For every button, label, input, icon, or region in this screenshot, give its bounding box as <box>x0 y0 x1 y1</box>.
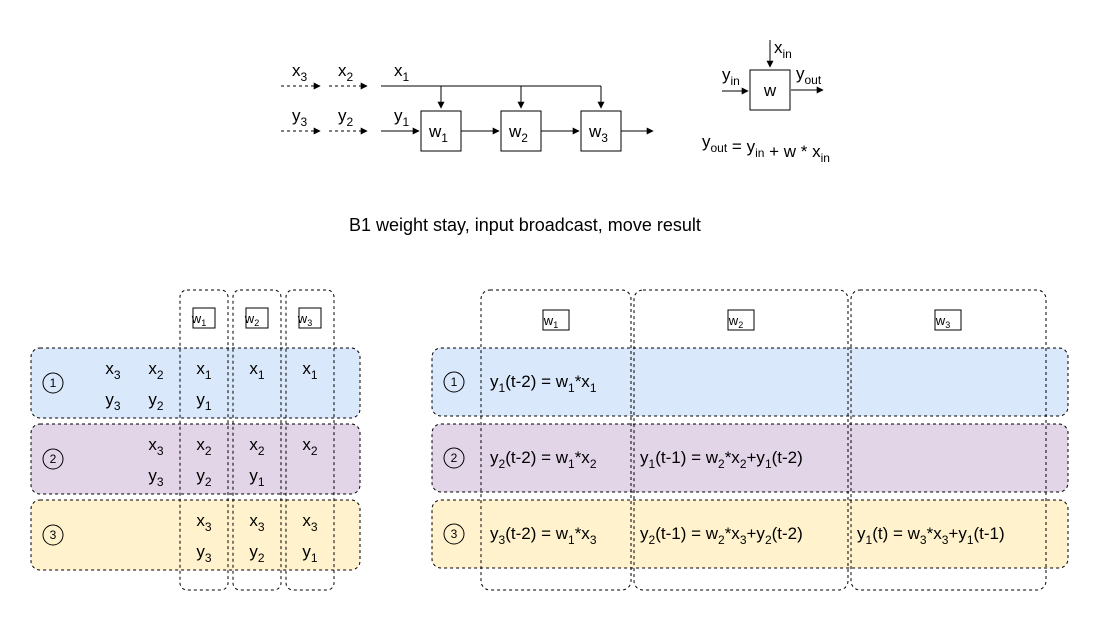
right-cell-equation: y1(t-1) = w2*x2+y1(t-2) <box>640 448 803 471</box>
left-header-w3: w3 <box>297 307 322 329</box>
svg-text:w2: w2 <box>728 313 743 330</box>
left-cell-y: y1 <box>249 466 265 489</box>
left-cell-x: x2 <box>196 435 212 458</box>
left-column-w2 <box>232 289 282 591</box>
pe-box-w1 <box>420 110 462 152</box>
right-column-w2 <box>633 289 849 591</box>
left-row-band-1 <box>30 347 361 419</box>
left-cell-y: y3 <box>196 542 212 565</box>
right-row-band-3 <box>431 499 1069 569</box>
left-queue-y: y2 <box>148 390 164 413</box>
right-column-w3 <box>850 289 1047 591</box>
left-cell-x: x3 <box>302 511 318 534</box>
left-cell-y: y2 <box>196 466 212 489</box>
top-y-input-label: y3 <box>292 106 308 129</box>
right-cell-equation: y1(t-2) = w1*x1 <box>490 372 597 395</box>
left-cell-x: x1 <box>196 359 212 382</box>
pe-label-2: w2 <box>508 122 528 145</box>
left-step-2: 2 <box>42 448 64 470</box>
pe-label-3: w3 <box>588 122 608 145</box>
left-cell-y: y1 <box>302 542 318 565</box>
right-cell-equation: y1(t) = w3*x3+y1(t-1) <box>857 524 1005 547</box>
left-header-w1: w1 <box>191 307 216 329</box>
svg-text:1: 1 <box>50 376 57 390</box>
left-table: w1 w2 w3 1 x3 x2 y3 y2 x1 y1 x1 x1 2 x3 y3 x2 y2 x2 y1 x2 3 x… <box>30 289 361 591</box>
svg-text:3: 3 <box>50 528 57 542</box>
legend-xin-label: xin <box>774 38 792 61</box>
right-cell-equation: y2(t-2) = w1*x2 <box>490 448 597 471</box>
svg-text:w1: w1 <box>191 311 206 328</box>
top-x-input-label: x3 <box>292 61 308 84</box>
pe-label-1: w1 <box>428 122 448 145</box>
left-step-1: 1 <box>42 372 64 394</box>
top-x-input-label: x1 <box>394 61 410 84</box>
top-x-input-label: x2 <box>338 61 354 84</box>
right-row-band-1 <box>431 347 1069 417</box>
right-step-2: 2 <box>443 447 465 469</box>
right-cell-equation: y3(t-2) = w1*x3 <box>490 524 597 547</box>
left-queue-x: x3 <box>105 359 121 382</box>
svg-text:w3: w3 <box>297 311 312 328</box>
legend-pe-box <box>749 69 791 111</box>
left-row-band-3 <box>30 499 361 571</box>
left-row-band-2 <box>30 423 361 495</box>
right-header-w3: w3 <box>934 309 962 331</box>
left-cell-x: x3 <box>249 511 265 534</box>
right-cell-equation: y2(t-1) = w2*x3+y2(t-2) <box>640 524 803 547</box>
right-header-w2: w2 <box>727 309 755 331</box>
svg-text:2: 2 <box>50 452 57 466</box>
right-step-1: 1 <box>443 371 465 393</box>
right-header-w1: w1 <box>542 309 570 331</box>
pe-box-w2 <box>500 110 542 152</box>
left-cell-x: x1 <box>249 359 265 382</box>
left-cell-y: y2 <box>249 542 265 565</box>
left-column-w3 <box>285 289 335 591</box>
left-cell-y: y1 <box>196 390 212 413</box>
svg-text:3: 3 <box>451 527 458 541</box>
svg-text:w1: w1 <box>543 313 558 330</box>
right-step-3: 3 <box>443 523 465 545</box>
svg-text:w2: w2 <box>244 311 259 328</box>
left-queue-x: x2 <box>148 359 164 382</box>
svg-text:2: 2 <box>451 451 458 465</box>
top-y-input-label: y2 <box>338 106 354 129</box>
left-queue-y: y3 <box>148 466 164 489</box>
top-dataflow-diagram: x3 x2 x1 y3 y2 y1 w1 w2 w3 <box>281 61 654 152</box>
legend-formula: yout = yin + w * xin <box>702 132 830 165</box>
left-step-3: 3 <box>42 524 64 546</box>
top-y-input-label: y1 <box>394 106 410 129</box>
left-queue-x: x3 <box>148 435 164 458</box>
figure-caption: B1 weight stay, input broadcast, move re… <box>349 215 701 235</box>
pe-box-w3 <box>580 110 622 152</box>
legend-yout-label: yout <box>796 64 822 87</box>
legend-cell-label: w <box>763 81 777 100</box>
left-cell-x: x3 <box>196 511 212 534</box>
svg-text:w3: w3 <box>935 313 950 330</box>
left-column-w1 <box>179 289 229 591</box>
right-table: w1 w2 w3 1 y1(t-2) = w1*x1 2 y2(t-2) = w1*x2 y1… <box>431 289 1069 591</box>
left-header-w2: w2 <box>244 307 269 329</box>
left-queue-y: y3 <box>105 390 121 413</box>
left-cell-x: x1 <box>302 359 318 382</box>
right-column-w1 <box>480 289 632 591</box>
svg-text:1: 1 <box>451 375 458 389</box>
legend-yin-label: yin <box>722 65 740 88</box>
left-cell-x: x2 <box>249 435 265 458</box>
right-row-band-2 <box>431 423 1069 493</box>
left-cell-x: x2 <box>302 435 318 458</box>
